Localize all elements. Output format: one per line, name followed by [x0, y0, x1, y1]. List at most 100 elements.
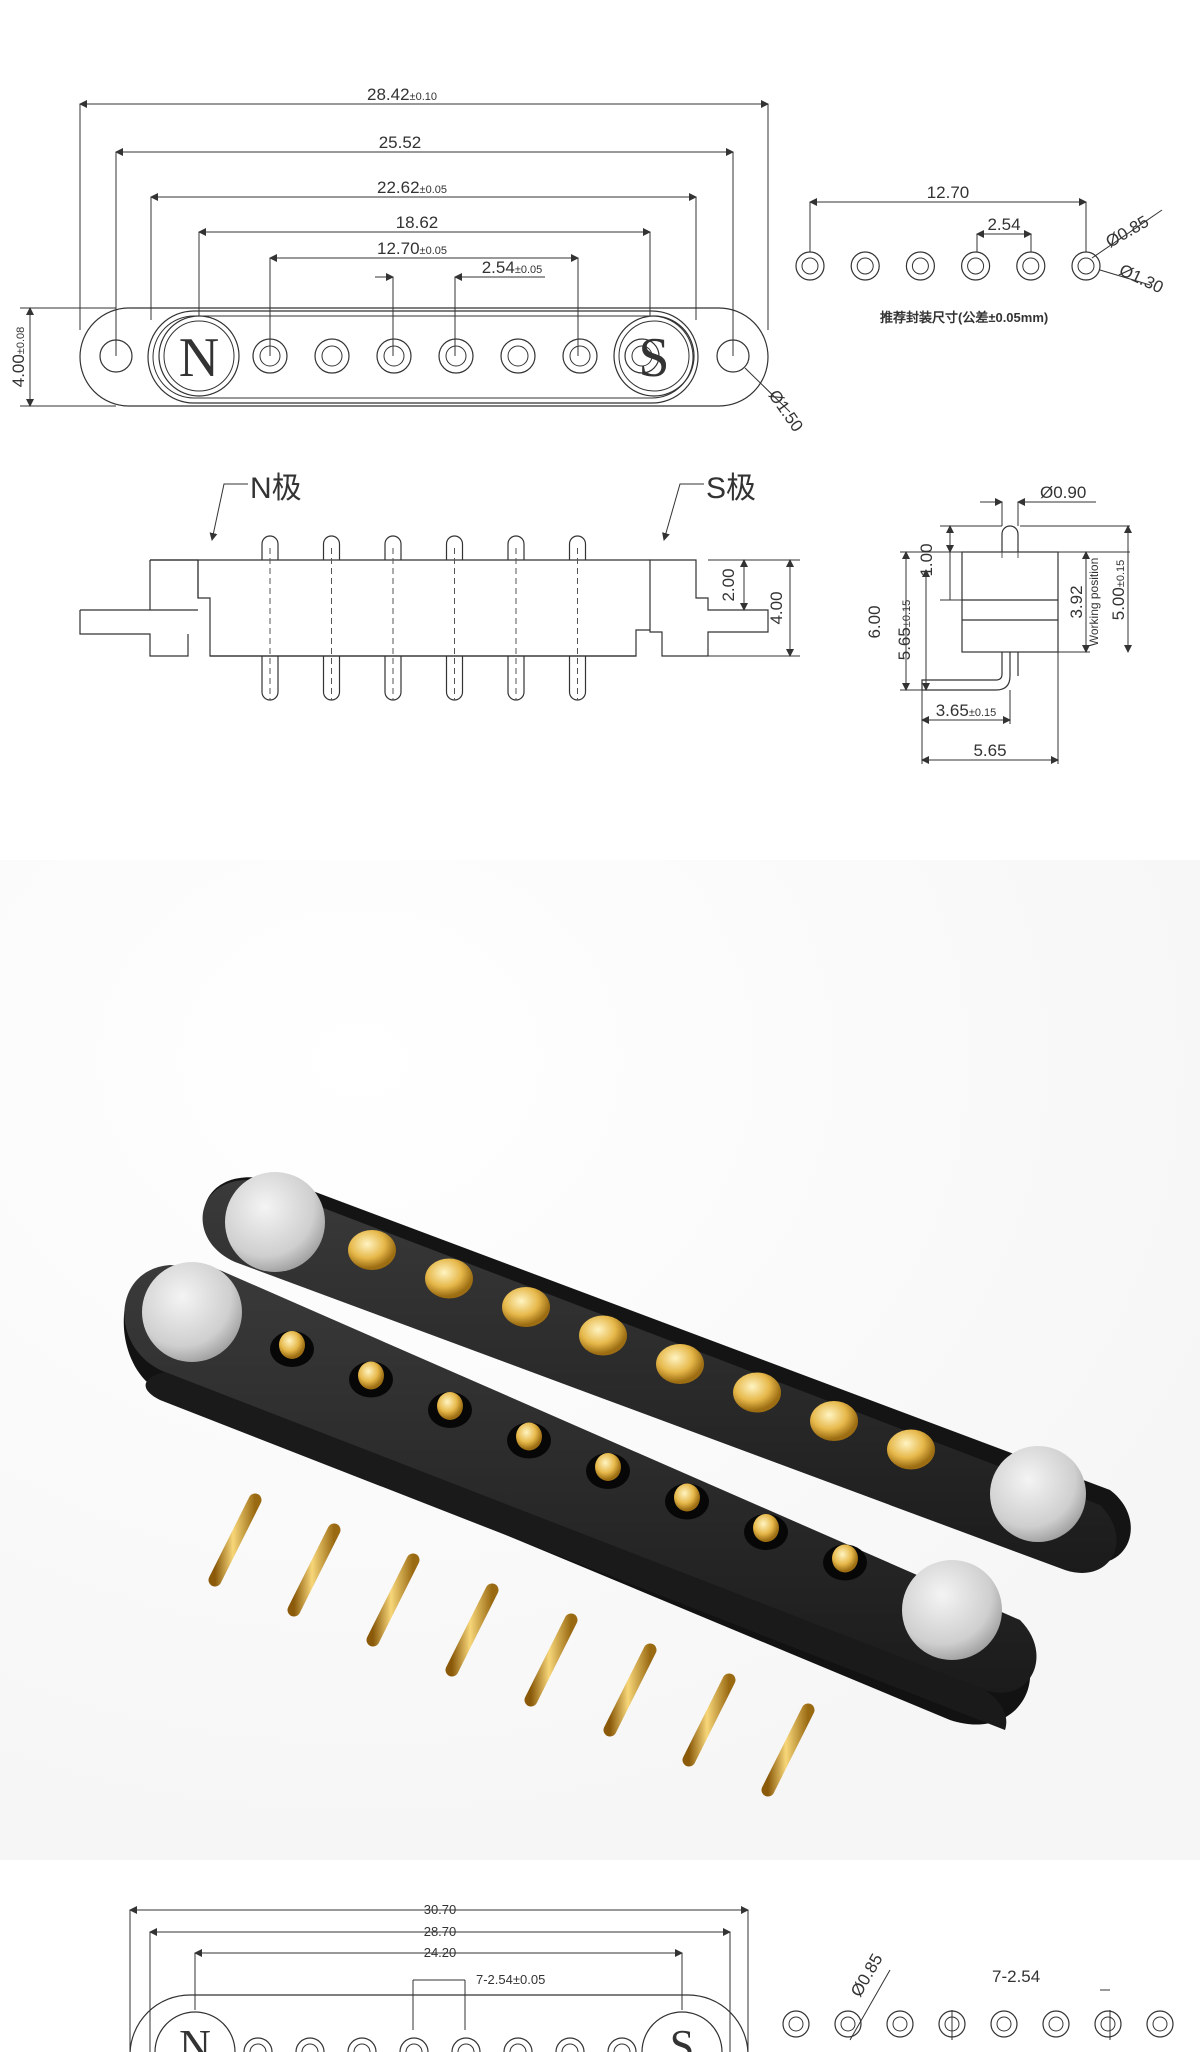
footprint-drill	[911, 257, 929, 275]
bottom-footprint-pad	[1094, 2010, 1122, 2038]
top-pin-row	[252, 338, 660, 374]
bottom-dim-overall: 30.70	[424, 1902, 457, 1917]
bottom-pin-outer	[451, 2037, 481, 2052]
product-photo	[0, 860, 1200, 1860]
bottom-footprint-drill	[840, 2016, 856, 2032]
magnet-n-label: N	[179, 327, 219, 389]
bottom-pin-inner	[457, 2043, 475, 2052]
top-pin-inner	[321, 345, 343, 367]
bottom-magnet-s: S	[670, 2021, 694, 2052]
bottom-fp-pitch: 7-2.54	[992, 1967, 1040, 1986]
bottom-fp-drill: Ø0.85	[847, 1950, 887, 2000]
footprint-pad	[1071, 251, 1101, 281]
fp-dim-span: 12.70	[927, 183, 970, 202]
end-dim-pin-dia: Ø0.90	[1040, 483, 1086, 502]
connector-outline	[79, 307, 769, 407]
footprint-pad	[960, 251, 991, 281]
front-pogo-pin	[358, 1361, 384, 1390]
top-pin-inner	[569, 345, 591, 367]
end-dim-leg: 3.65±0.15	[936, 701, 997, 720]
end-pin-tip	[1001, 525, 1019, 552]
bottom-pin-inner	[509, 2043, 527, 2052]
top-pin-outer	[314, 338, 350, 374]
back-gold-pad	[733, 1372, 781, 1413]
bottom-connector-outline	[129, 1994, 749, 2052]
bottom-pin-outer	[399, 2037, 429, 2052]
side-pin-top	[261, 535, 279, 560]
top-pin-outer	[500, 338, 536, 374]
fp-dim-pad: Ø1.30	[1116, 260, 1166, 297]
bottom-footprint-drill	[1048, 2016, 1064, 2032]
fp-dim-drill: Ø0.85	[1103, 212, 1153, 252]
end-view-drawing: Ø0.90 6.00 5.65±0.15 1.00 3.92 Working p…	[865, 483, 1132, 764]
bottom-footprint-pad	[990, 2010, 1018, 2038]
front-pogo-pin	[516, 1422, 542, 1451]
bottom-pin-outer	[503, 2037, 533, 2052]
back-gold-pad	[656, 1344, 704, 1384]
side-label-n: N极	[250, 472, 302, 505]
bottom-drawing: 30.70 28.70 24.20 7-2.54±0.05 N S 7-2.54…	[129, 1902, 1174, 2052]
footprint-drill	[1022, 257, 1040, 275]
dim-body: 22.62±0.05	[377, 178, 447, 197]
dim-pins: 12.70±0.05	[377, 239, 447, 258]
footprint-drawing: 12.70 2.54 Ø0.85 Ø1.30 推荐封装尺寸(公差±0.05mm)	[795, 183, 1166, 325]
bottom-footprint-drill	[788, 2016, 804, 2032]
bottom-magnet-n: N	[179, 2021, 211, 2052]
footprint-drill	[1077, 257, 1095, 275]
end-pin-leg	[921, 652, 1019, 691]
dim-holes: 25.52	[379, 133, 422, 152]
side-pin-top	[322, 535, 341, 560]
dim-magnets: 18.62	[396, 213, 439, 232]
end-dim-width: 5.65	[973, 741, 1006, 760]
fp-dim-pitch: 2.54	[987, 215, 1020, 234]
fp-caption: 推荐封装尺寸(公差±0.05mm)	[880, 310, 1048, 325]
end-working-label: Working position	[1087, 558, 1101, 647]
magnet-s-outline	[613, 315, 695, 397]
bottom-pin-inner	[249, 2043, 267, 2052]
end-body	[961, 551, 1059, 653]
top-pin-inner	[445, 345, 467, 367]
top-pin-inner	[507, 345, 529, 367]
footprint-pad-row	[795, 251, 1101, 281]
side-dim-step: 2.00	[719, 568, 738, 601]
front-solder-pin	[366, 1553, 420, 1647]
dim-height: 4.00±0.08	[9, 327, 28, 388]
top-pin-outer	[438, 338, 474, 374]
back-gold-pad	[348, 1230, 396, 1270]
top-view-drawing: N S 28.42±0.10 25.52 22.62±0.05 18.62 12…	[9, 85, 807, 435]
front-solder-pin	[445, 1583, 499, 1677]
top-pin-outer	[376, 338, 412, 374]
bottom-footprint-drill	[996, 2016, 1012, 2032]
top-pin-inner	[383, 345, 405, 367]
top-pin-outer	[624, 338, 660, 374]
bottom-pin-row	[243, 2037, 637, 2052]
front-pogo-pin	[279, 1331, 305, 1359]
bottom-footprint-pad	[1146, 2010, 1174, 2038]
end-dim-total: 6.00	[865, 605, 884, 638]
bottom-footprint-pad	[1042, 2010, 1070, 2038]
top-pin-outer	[562, 338, 598, 374]
end-dim-tip: 1.00	[917, 543, 936, 576]
bottom-footprint-pad	[886, 2010, 914, 2038]
side-view-drawing: N极 S极 2.00 4.00	[79, 472, 800, 701]
bottom-pin-outer	[555, 2037, 585, 2052]
magnet-s-label: S	[638, 327, 669, 389]
dim-hole-dia: Ø1.50	[765, 386, 807, 435]
side-pin-top	[568, 535, 587, 560]
front-connector	[123, 1262, 1037, 1797]
magnet-s-inner	[618, 320, 690, 392]
bottom-pin-outer	[295, 2037, 325, 2052]
dim-pitch: 2.54±0.05	[482, 258, 543, 277]
side-pin-row	[261, 535, 587, 701]
back-magnet-right	[990, 1446, 1086, 1542]
footprint-drill	[967, 257, 985, 275]
bottom-footprint-drill	[892, 2016, 908, 2032]
end-dim-work: 3.92	[1067, 585, 1086, 618]
footprint-drill	[856, 257, 874, 275]
front-solder-pin	[603, 1643, 657, 1737]
back-gold-pad	[502, 1287, 550, 1327]
back-gold-pad	[887, 1429, 935, 1470]
front-solder-pin	[524, 1613, 578, 1707]
front-pogo-pins	[270, 1331, 867, 1581]
